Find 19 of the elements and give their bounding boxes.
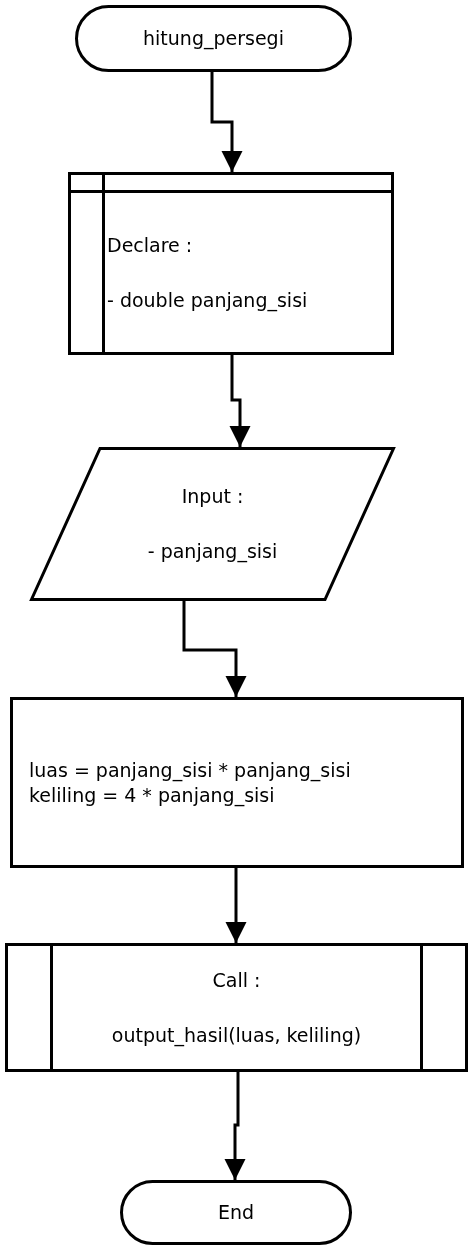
arrow [182,601,247,697]
process-box [10,697,464,868]
node-text: Input : [181,485,244,508]
node-text: output_hasil(luas, keliling) [111,1023,362,1047]
declare-box [68,172,394,355]
node-text: Call : [212,968,261,992]
node-text: keliling = 4 * panjang_sisi [29,783,275,807]
node-text: End [217,1201,255,1224]
arrow [225,868,247,943]
arrow [210,72,243,172]
node-text: - panjang_sisi [147,540,278,563]
node-text: hitung_persegi [143,27,284,50]
node-text: Declare : [107,233,193,257]
node-text: - double panjang_sisi [107,288,308,312]
input-parallelogram [30,447,395,601]
subroutine-box [5,943,468,1072]
node-text: luas = panjang_sisi * panjang_sisi [29,758,351,782]
arrow [224,1072,246,1180]
arrow [229,355,251,447]
